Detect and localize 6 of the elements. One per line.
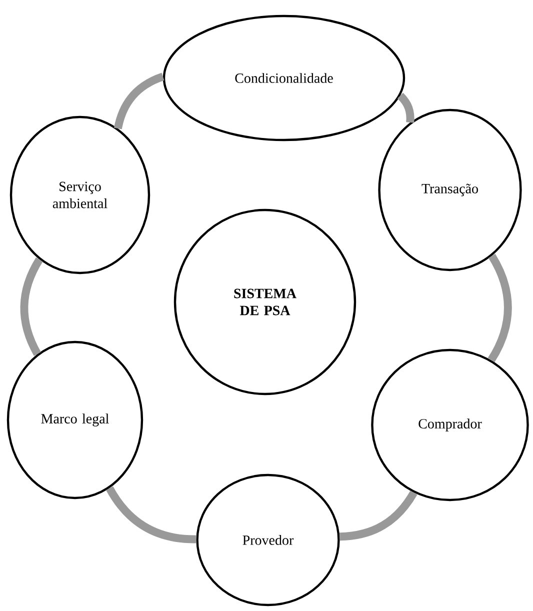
- ring-connector: [397, 92, 414, 123]
- ring-connector: [106, 486, 196, 544]
- ring-connector: [114, 72, 164, 130]
- ring-connector: [340, 490, 418, 541]
- ring-connector: [20, 258, 43, 356]
- ring-connector: [488, 254, 512, 362]
